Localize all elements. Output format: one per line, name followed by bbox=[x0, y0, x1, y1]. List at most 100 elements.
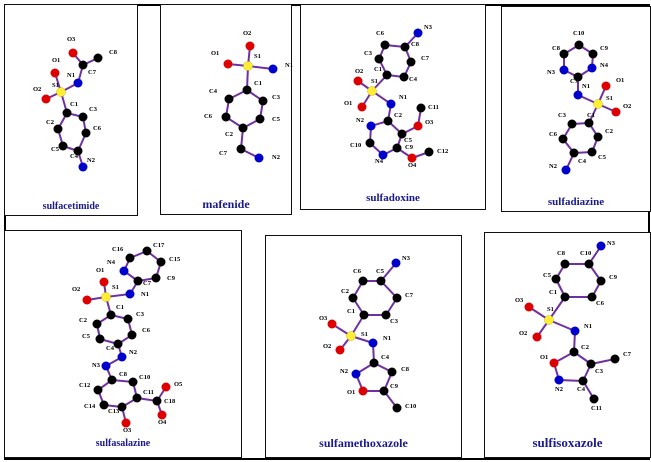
atom-c2 bbox=[569, 347, 579, 357]
atom-o5 bbox=[161, 382, 171, 392]
molecule-name-caption: mafenide bbox=[202, 197, 250, 211]
atom-c1 bbox=[106, 310, 116, 320]
atom-s1 bbox=[593, 99, 603, 109]
atom-n1 bbox=[125, 289, 135, 299]
atom-n3 bbox=[559, 65, 569, 75]
atom-label: C2 bbox=[605, 128, 613, 135]
atom-label: N3 bbox=[547, 69, 556, 76]
atom-label: O2 bbox=[519, 330, 527, 337]
atom-label: S1 bbox=[371, 78, 378, 85]
atom-label: C7 bbox=[143, 280, 152, 287]
atom-n2 bbox=[254, 153, 264, 163]
atom-label: C2 bbox=[46, 119, 54, 126]
atom-label: C9 bbox=[405, 144, 414, 151]
atom-c17 bbox=[142, 246, 152, 256]
atom-o2 bbox=[532, 332, 542, 342]
atom-label: O1 bbox=[616, 77, 624, 84]
atom-c2 bbox=[53, 124, 63, 134]
atom-label: C8 bbox=[557, 250, 566, 257]
atom-c14 bbox=[99, 400, 109, 410]
atom-label: S1 bbox=[254, 53, 261, 60]
atom-c4 bbox=[399, 72, 409, 82]
atom-c7 bbox=[78, 60, 88, 70]
atom-label: C8 bbox=[109, 49, 118, 56]
molecule-name-caption: sulfamethoxazole bbox=[319, 436, 408, 450]
atom-c7 bbox=[133, 276, 143, 286]
atom-label: N2 bbox=[129, 349, 137, 356]
atom-o1 bbox=[357, 102, 367, 112]
atom-o1 bbox=[99, 277, 109, 287]
atom-label: N1 bbox=[383, 335, 391, 342]
atom-label: C7 bbox=[405, 292, 414, 299]
atom-c5 bbox=[95, 334, 105, 344]
atom-c2 bbox=[383, 116, 393, 126]
molecule-name-caption: sulfasalazine bbox=[95, 438, 151, 449]
atom-label: O1 bbox=[96, 267, 104, 274]
atom-c3 bbox=[586, 359, 596, 369]
atom-c9 bbox=[392, 143, 402, 153]
atom-label: C6 bbox=[93, 125, 102, 132]
atom-c2 bbox=[348, 293, 358, 303]
atom-label: C8 bbox=[552, 45, 561, 52]
atom-o1 bbox=[549, 358, 559, 368]
atom-label: O2 bbox=[33, 86, 41, 93]
atom-label: C11 bbox=[591, 405, 602, 412]
atom-label: C10 bbox=[580, 250, 591, 257]
atom-c3 bbox=[258, 96, 268, 106]
atom-n2 bbox=[117, 352, 127, 362]
atom-label: C2 bbox=[341, 288, 349, 295]
atom-label: C1 bbox=[587, 112, 595, 119]
atom-label: C2 bbox=[225, 131, 233, 138]
atom-label: N1 bbox=[141, 291, 149, 298]
atom-o2 bbox=[335, 345, 345, 355]
atom-c12 bbox=[424, 147, 434, 157]
atom-label: N1 bbox=[582, 83, 590, 90]
atom-label: S1 bbox=[361, 331, 368, 338]
atom-c1 bbox=[359, 310, 369, 320]
atom-label: N3 bbox=[424, 24, 433, 31]
atom-c13 bbox=[117, 402, 127, 412]
atom-c5 bbox=[587, 147, 597, 157]
atom-c11 bbox=[416, 103, 426, 113]
atom-c7 bbox=[573, 72, 583, 82]
atom-label: S1 bbox=[52, 82, 59, 89]
atom-o1 bbox=[50, 68, 60, 78]
atom-n3 bbox=[391, 258, 401, 268]
atom-c4 bbox=[569, 148, 579, 158]
atom-c6 bbox=[558, 134, 568, 144]
atom-label: C9 bbox=[167, 275, 176, 282]
atom-label: O1 bbox=[52, 57, 60, 64]
atom-c6 bbox=[221, 112, 231, 122]
molecule-name-caption: sulfadiazine bbox=[547, 196, 605, 208]
atom-c8 bbox=[560, 259, 570, 269]
atom-label: O1 bbox=[347, 389, 355, 396]
atom-label: O3 bbox=[515, 297, 524, 304]
atom-c18 bbox=[152, 396, 162, 406]
atom-label: N3 bbox=[92, 362, 101, 369]
atom-o3 bbox=[327, 319, 337, 329]
atom-label: N3 bbox=[402, 255, 411, 262]
atom-label: O3 bbox=[123, 427, 132, 434]
atom-label: N2 bbox=[356, 117, 364, 124]
molecule-structure: C17C16C15N4C9C7O1N1S1O2C1C3C2C6C5C4N2N3C… bbox=[72, 242, 183, 434]
atom-label: C6 bbox=[596, 300, 605, 307]
atom-o3 bbox=[524, 302, 534, 312]
atom-s1 bbox=[367, 86, 377, 96]
atom-n3 bbox=[596, 241, 606, 251]
atom-n4 bbox=[587, 63, 597, 73]
atom-label: O3 bbox=[67, 36, 76, 43]
atom-c8 bbox=[559, 49, 569, 59]
atom-c2 bbox=[238, 123, 248, 133]
atom-label: N2 bbox=[340, 368, 348, 375]
atom-label: C5 bbox=[404, 137, 413, 144]
atom-o2 bbox=[245, 41, 255, 51]
atom-c7 bbox=[406, 57, 416, 67]
atom-s1 bbox=[346, 331, 356, 341]
atom-n1 bbox=[268, 64, 278, 74]
atom-label: C3 bbox=[364, 50, 373, 57]
atom-label: C9 bbox=[390, 383, 399, 390]
